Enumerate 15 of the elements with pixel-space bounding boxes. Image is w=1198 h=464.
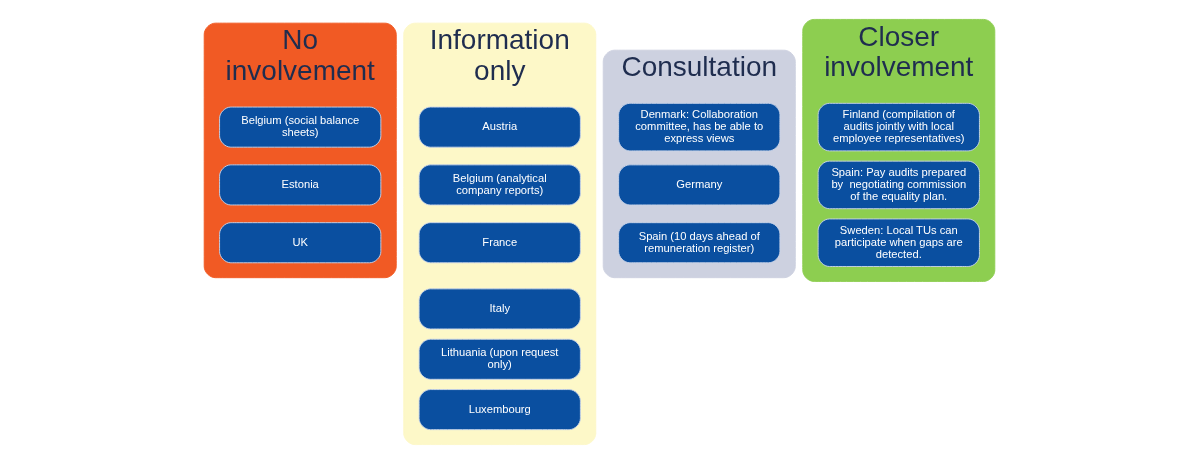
node-box: Luxembourg xyxy=(418,389,581,431)
node-box: Lithuania (upon request only) xyxy=(418,338,581,380)
node-box: Belgium (social balance sheets) xyxy=(218,106,381,148)
node-box: UK xyxy=(218,222,381,264)
node-box: Austria xyxy=(418,106,581,148)
node-box: Estonia xyxy=(218,164,381,206)
node-box: Italy xyxy=(418,288,581,330)
node-box: Sweden: Local TUs can participate when gaps are detected. xyxy=(817,218,980,267)
node-box: Spain (10 days ahead of remuneration register) xyxy=(617,222,780,264)
node-box: Belgium (analytical company reports) xyxy=(418,164,581,206)
node-box: Germany xyxy=(617,164,780,206)
node-box: Spain: Pay audits prepared by negotiating commission of the equality plan. xyxy=(817,160,980,210)
node-box: France xyxy=(418,222,581,264)
node-box: Finland (compilation of audits jointly with local employee representatives) xyxy=(817,102,980,152)
node-box: Denmark: Collaboration committee, has be able to express views xyxy=(617,102,780,152)
